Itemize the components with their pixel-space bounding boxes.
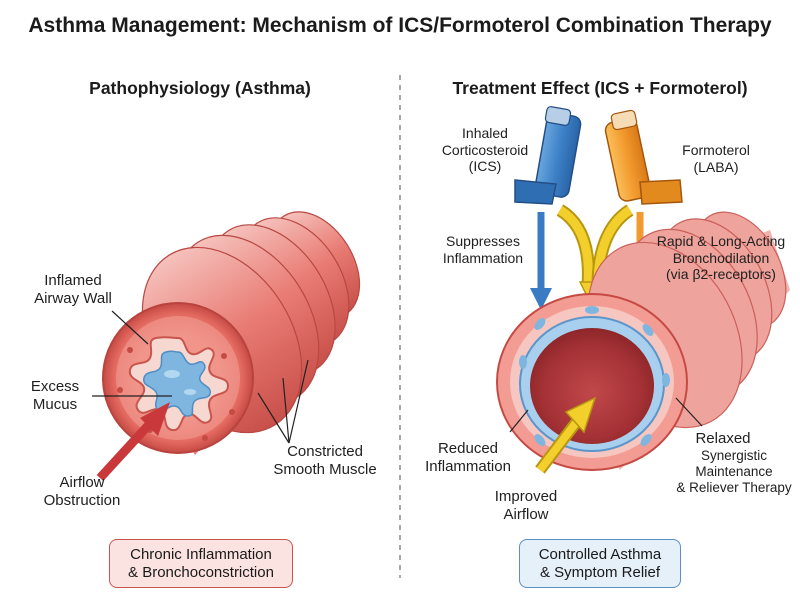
constricted-muscle-label: Constricted Smooth Muscle <box>273 443 377 478</box>
synergistic-therapy-label: Synergistic Maintenance & Reliever Thera… <box>676 448 792 495</box>
pathophysiology-heading: Pathophysiology (Asthma) <box>89 78 311 98</box>
chronic-inflammation-summary-box: Chronic Inflammation & Bronchoconstricti… <box>109 539 293 588</box>
reduced-inflammation-label: Reduced Inflammation <box>425 440 511 475</box>
inflamed-wall-label: Inflamed Airway Wall <box>34 272 112 307</box>
treatment-heading: Treatment Effect (ICS + Formoterol) <box>452 78 748 98</box>
formoterol-inhaler-illustration <box>604 109 683 205</box>
airflow-obstruction-label: Airflow Obstruction <box>43 474 121 509</box>
controlled-asthma-summary-box: Controlled Asthma & Symptom Relief <box>519 539 681 588</box>
ics-inhaler-illustration <box>514 106 582 205</box>
improved-airflow-label: Improved Airflow <box>494 488 558 523</box>
formoterol-label: Formoterol (LABA) <box>682 142 750 175</box>
treated-airway-illustration <box>496 211 790 474</box>
bronchodilation-label: Rapid & Long-Acting Bronchodilation (via… <box>656 233 786 283</box>
ics-label: Inhaled Corticosteroid (ICS) <box>441 125 529 175</box>
constricted-airway-illustration <box>92 211 361 482</box>
excess-mucus-label: Excess Mucus <box>30 378 80 413</box>
relaxed-label: Relaxed <box>695 430 751 447</box>
diagram-title: Asthma Management: Mechanism of ICS/Form… <box>28 14 772 37</box>
suppresses-inflammation-label: Suppresses Inflammation <box>442 233 524 266</box>
